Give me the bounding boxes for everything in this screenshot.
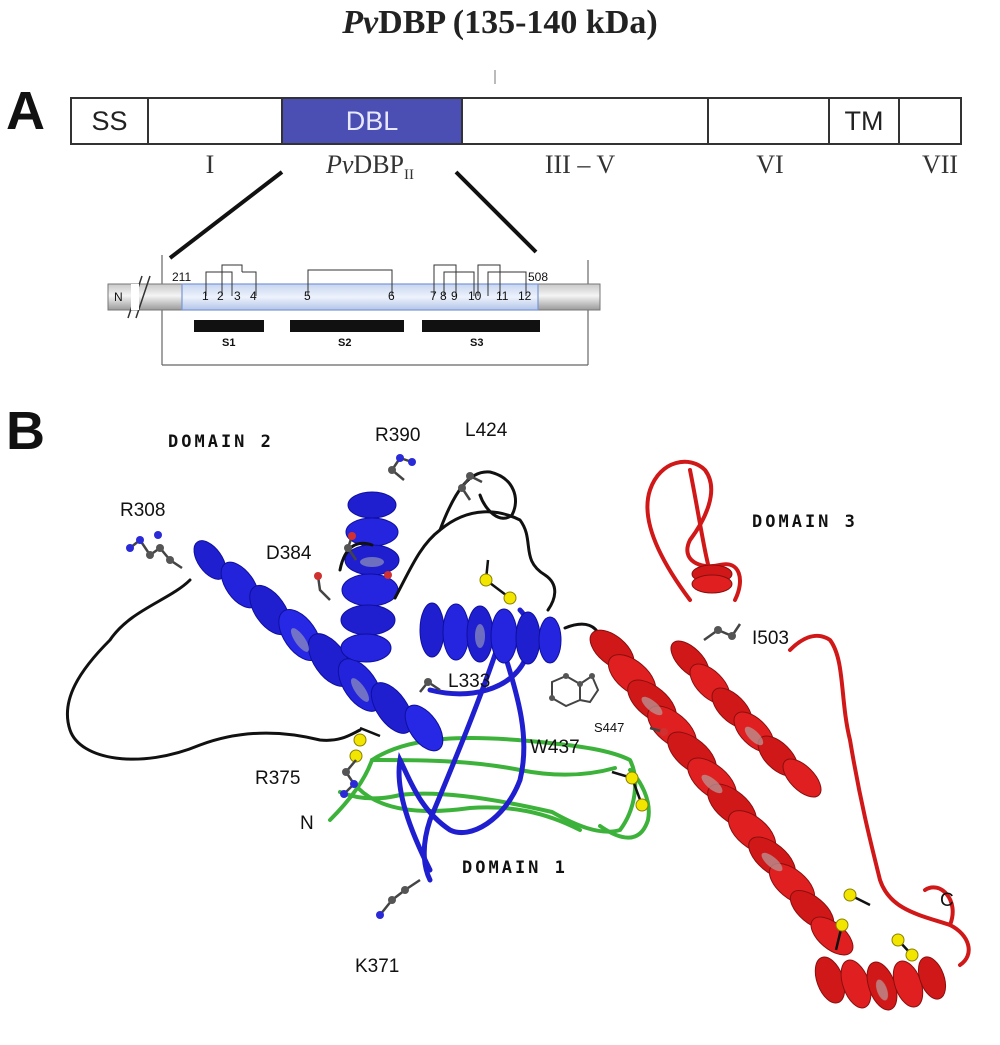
segment-region-6 xyxy=(709,99,830,143)
domain2-helix-highlights xyxy=(290,557,485,702)
region-label-6: VI xyxy=(756,150,784,179)
sidechain-l424-sticks xyxy=(460,474,483,501)
cysteine-label: 3 xyxy=(234,289,241,303)
gene-domain-bar: SS DBL TM xyxy=(70,97,962,145)
subdomain-bar-s2 xyxy=(290,320,404,332)
inset-end-residue: 508 xyxy=(528,270,549,284)
sidechain-r308-sticks xyxy=(129,538,183,570)
inset-dbp-region xyxy=(181,283,539,311)
cysteine-label: 7 xyxy=(430,289,437,303)
sidechain-i503-sticks xyxy=(703,623,742,642)
cysteine-label: 5 xyxy=(304,289,311,303)
segment-tm: TM xyxy=(830,99,900,143)
domain3-helix-4 xyxy=(691,564,733,594)
side-chains xyxy=(126,454,742,919)
sidechain-k371-sticks xyxy=(379,878,421,916)
region-label-dbp-main: DBP xyxy=(353,150,404,179)
panel-letter-b: B xyxy=(6,401,45,461)
subdomain-bar-s3 xyxy=(422,320,540,332)
domain3-helix-highlights xyxy=(641,696,889,1001)
domain2-helix-3 xyxy=(419,602,562,665)
region-label-7: VII xyxy=(921,150,959,179)
region-label-dbp-italic: Pv xyxy=(326,150,354,179)
connector-line-right xyxy=(454,170,538,254)
disulfide-bonds xyxy=(349,559,919,962)
residue-label-r375: R375 xyxy=(255,768,301,789)
sidechain-r375-sticks xyxy=(343,759,357,795)
residue-label-l424: L424 xyxy=(465,420,508,441)
sidechain-d384b-sticks xyxy=(316,575,331,601)
inset-start-residue: 211 xyxy=(172,270,192,284)
cysteine-label: 2 xyxy=(217,289,224,303)
terminus-label-n: N xyxy=(300,813,314,834)
subdomain-bar-s1 xyxy=(194,320,264,332)
cysteine-label: 11 xyxy=(496,289,509,303)
residue-label-i503: I503 xyxy=(752,628,789,649)
title-italic: Pv xyxy=(342,4,379,41)
disulfide-brackets xyxy=(205,264,527,296)
break-gap xyxy=(131,284,139,310)
region-label-dbp-ii: PvDBPII xyxy=(300,150,440,184)
tick-mark xyxy=(494,70,496,84)
residue-label-k371: K371 xyxy=(355,956,400,977)
domain-label-2: DOMAIN 2 xyxy=(168,432,274,452)
sidechain-r390-sticks xyxy=(390,456,413,481)
domain3-helix-3 xyxy=(814,956,947,1011)
residue-label-d384: D384 xyxy=(266,543,312,564)
region-label-3-5: III – V xyxy=(544,150,616,179)
panel-letter-a: A xyxy=(6,81,45,141)
cysteine-label: 4 xyxy=(250,289,257,303)
cysteine-label: 8 xyxy=(440,289,447,303)
region-label-1: I xyxy=(205,150,215,179)
subdomain-label-s3: S3 xyxy=(470,337,484,349)
cysteine-label: 10 xyxy=(468,289,482,303)
domain3-ribbon xyxy=(589,459,971,1011)
segment-region-1 xyxy=(149,99,283,143)
cysteine-label: 6 xyxy=(388,289,395,303)
segment-region-3-5 xyxy=(463,99,709,143)
residue-label-w437: W437 xyxy=(530,737,580,758)
sidechain-w437-ring xyxy=(551,674,600,708)
title-rest: DBP (135-140 kDa) xyxy=(378,4,658,41)
segment-ss: SS xyxy=(72,99,149,143)
residue-label-s447: S447 xyxy=(594,720,625,735)
residue-label-r308: R308 xyxy=(120,500,166,521)
break-mark-2 xyxy=(135,275,151,319)
terminus-label-c: C xyxy=(940,890,954,911)
residue-label-r390: R390 xyxy=(375,425,421,446)
figure-title: PvDBP (135-140 kDa) xyxy=(0,4,1000,42)
loop-ribbons xyxy=(65,470,602,761)
connector-line-left xyxy=(168,170,284,260)
domain-label-1: DOMAIN 1 xyxy=(462,858,568,878)
cysteine-label: 12 xyxy=(518,289,532,303)
cysteine-label: 1 xyxy=(202,289,209,303)
domain2-ribbon xyxy=(193,491,562,883)
inset-n-terminus: N xyxy=(114,290,123,304)
cysteine-label: 9 xyxy=(451,289,458,303)
domain-label-3: DOMAIN 3 xyxy=(752,512,858,532)
region-label-dbp-sub: II xyxy=(404,167,414,184)
segment-dbl: DBL xyxy=(283,99,463,143)
residue-label-l333: L333 xyxy=(448,671,491,692)
domain3-helix-2 xyxy=(670,640,822,798)
subdomain-label-s1: S1 xyxy=(222,337,236,349)
subdomain-label-s2: S2 xyxy=(338,337,352,349)
